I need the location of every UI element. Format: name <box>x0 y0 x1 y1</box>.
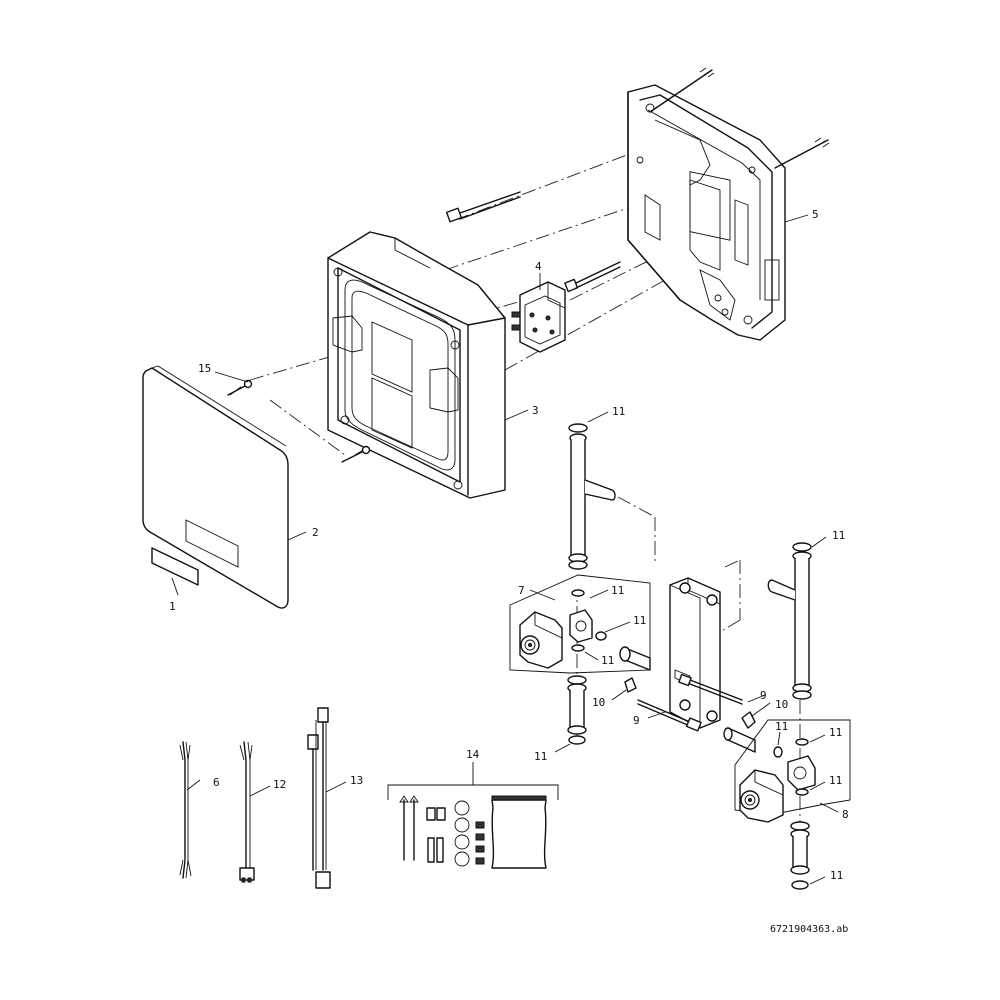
callout-11-pump-right-side: 11 <box>775 720 788 733</box>
pump-assembly-left-part-7 <box>509 574 651 674</box>
pipe-upper-left <box>568 423 616 570</box>
callout-7: 7 <box>518 584 525 597</box>
callout-3: 3 <box>532 404 539 417</box>
cable-part-13 <box>307 707 331 889</box>
bracket-screw-left <box>445 191 521 223</box>
pump-assembly-right-part-8 <box>734 719 851 823</box>
wall-plugs <box>399 795 419 861</box>
callout-11-pump-right-bottom: 11 <box>829 774 842 787</box>
accessory-kit-part-14 <box>387 784 559 869</box>
document-number: 6721904363.ab <box>770 924 848 935</box>
o-rings <box>454 800 470 867</box>
callout-11-pump-left-bottom: 11 <box>601 654 614 667</box>
callout-8: 8 <box>842 808 849 821</box>
callout-labels: 1 2 3 4 5 6 7 8 9 9 10 10 11 11 11 11 11… <box>169 208 849 882</box>
bracket-screw-upper <box>649 67 715 113</box>
callout-5: 5 <box>812 208 819 221</box>
callout-4: 4 <box>535 260 542 273</box>
callout-1: 1 <box>169 600 176 613</box>
pipe-lower-right <box>790 821 810 890</box>
heat-exchanger <box>669 577 721 729</box>
callout-14: 14 <box>466 748 480 761</box>
cover-screw-lower <box>341 445 371 463</box>
leader-lines <box>171 214 839 885</box>
callout-11-lower-right: 11 <box>830 869 843 882</box>
callout-11-pump-left-top: 11 <box>611 584 624 597</box>
callout-10-left: 10 <box>592 696 605 709</box>
callout-2: 2 <box>312 526 319 539</box>
housing-frame-part-3 <box>327 231 506 499</box>
wall-bracket-part-5 <box>627 84 786 341</box>
cable-part-6 <box>179 741 192 879</box>
cable-part-12 <box>239 741 255 883</box>
anchor-screw-center <box>564 261 621 293</box>
front-cover-part-2 <box>142 365 289 609</box>
callout-11-right-top: 11 <box>832 529 845 542</box>
callout-11-lower-left: 11 <box>534 750 547 763</box>
clip-left <box>624 677 637 693</box>
pipe-lower-left <box>567 675 587 745</box>
callout-11-pump-right-top: 11 <box>829 726 842 739</box>
pipe-right <box>767 542 812 700</box>
callout-10-right: 10 <box>775 698 788 711</box>
callout-15: 15 <box>198 362 211 375</box>
cover-screw-upper <box>227 379 253 396</box>
connector-pipe-lower <box>723 727 756 753</box>
callout-11-pump-left-side: 11 <box>633 614 646 627</box>
electronics-module-part-4 <box>511 281 566 353</box>
dowels <box>426 807 446 863</box>
temperature-sensor-upper <box>678 673 743 705</box>
callout-11-top: 11 <box>612 405 625 418</box>
callout-13: 13 <box>350 774 363 787</box>
temperature-sensor-lower <box>637 699 702 732</box>
clips-small <box>475 821 485 865</box>
bracket-screw-right <box>774 137 830 169</box>
callout-9-upper: 9 <box>760 689 767 702</box>
callout-12: 12 <box>273 778 286 791</box>
callout-9-lower: 9 <box>633 714 640 727</box>
clip-right <box>741 711 756 729</box>
label-part-1 <box>151 547 199 586</box>
callout-6: 6 <box>213 776 220 789</box>
plastic-bag <box>491 795 547 869</box>
